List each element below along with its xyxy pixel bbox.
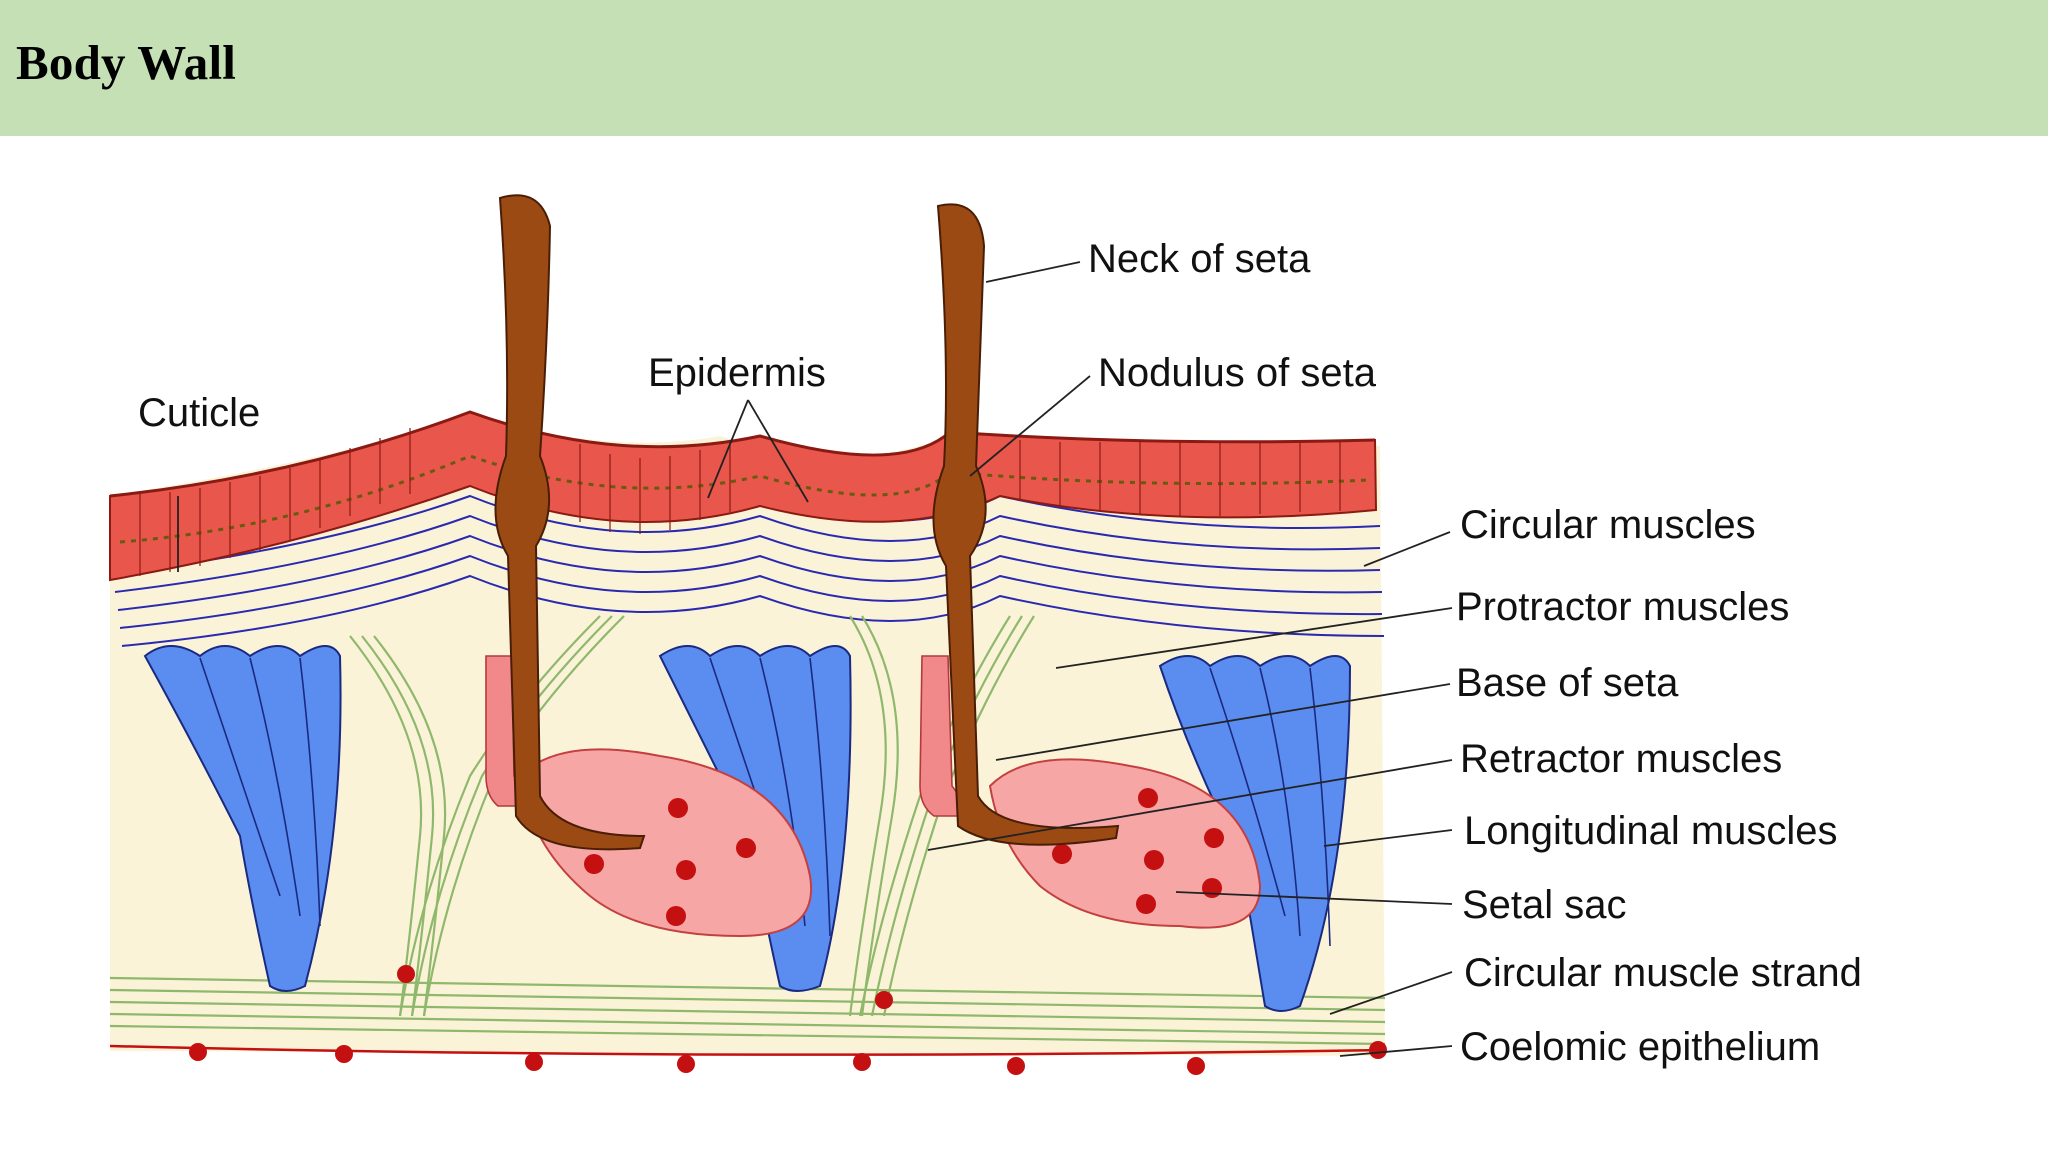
label-circular-muscles: Circular muscles xyxy=(1460,503,1756,547)
setal-sac xyxy=(518,748,1262,938)
slide-header: Body Wall xyxy=(0,0,2048,136)
label-base-of-seta: Base of seta xyxy=(1456,661,1679,705)
body-wall-diagram: Cuticle Epidermis Neck of seta Nodulus o… xyxy=(0,136,2048,1152)
label-longitudinal-muscles: Longitudinal muscles xyxy=(1464,809,1838,853)
epidermis-cell-walls xyxy=(139,428,1341,576)
label-cuticle: Cuticle xyxy=(138,391,260,435)
label-neck-of-seta: Neck of seta xyxy=(1088,237,1311,281)
label-retractor-muscles: Retractor muscles xyxy=(1460,737,1782,781)
cuticle-line xyxy=(109,410,1376,498)
label-epidermis: Epidermis xyxy=(648,351,826,395)
label-coelomic-epithelium: Coelomic epithelium xyxy=(1460,1025,1820,1069)
coelomic-epithelium xyxy=(109,1044,1386,1056)
epidermis-nuclei-row xyxy=(119,454,1371,544)
seta xyxy=(494,194,1120,851)
label-setal-sac: Setal sac xyxy=(1462,883,1627,927)
label-circular-muscle-strand: Circular muscle strand xyxy=(1464,951,1862,995)
label-protractor-muscles: Protractor muscles xyxy=(1456,585,1789,629)
slide-title: Body Wall xyxy=(16,35,237,90)
coelomic-nuclei xyxy=(189,965,1387,1075)
leader-lines xyxy=(177,261,1453,1057)
label-nodulus-of-seta: Nodulus of seta xyxy=(1098,351,1377,395)
